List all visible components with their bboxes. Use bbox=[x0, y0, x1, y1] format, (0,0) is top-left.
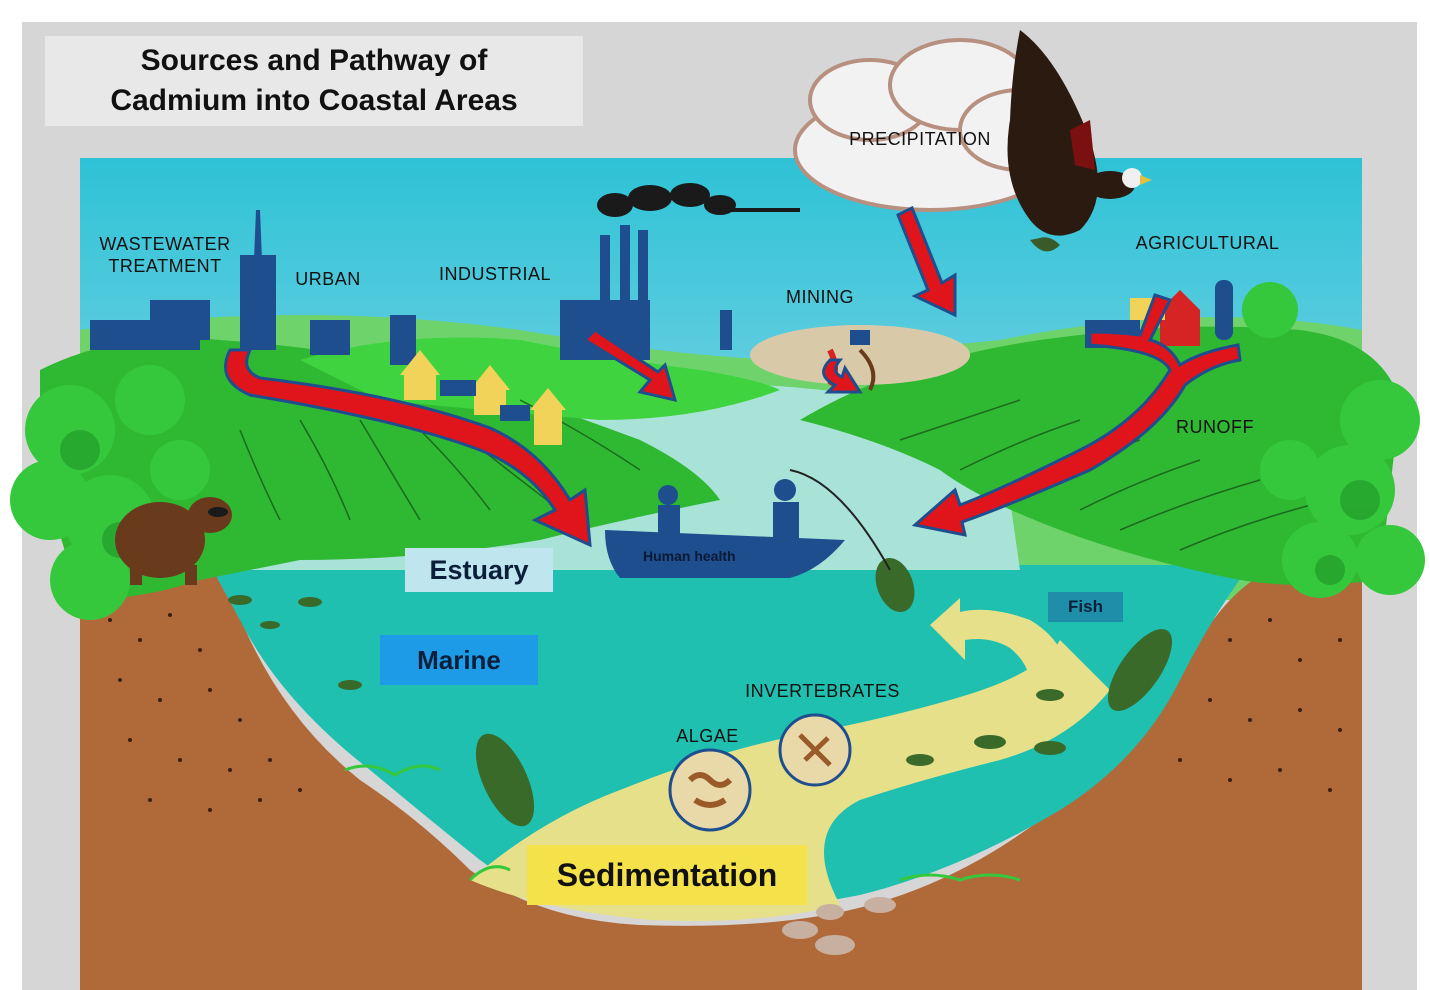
sedimentation-box bbox=[527, 845, 807, 905]
contaminant-arrows bbox=[224, 205, 1242, 548]
label-invertebrates: INVERTEBRATES bbox=[745, 681, 900, 701]
estuary-box bbox=[405, 548, 553, 592]
tree-icon bbox=[10, 282, 1425, 620]
label-precipitation: PRECIPITATION bbox=[849, 129, 991, 149]
algae-circle bbox=[668, 748, 752, 832]
label-fish: Fish bbox=[1068, 597, 1103, 616]
invertebrates-circle bbox=[778, 713, 852, 787]
soil bbox=[80, 560, 1362, 990]
label-marine: Marine bbox=[417, 644, 501, 675]
label-industrial: INDUSTRIAL bbox=[438, 264, 551, 284]
label-algae: ALGAE bbox=[676, 726, 739, 746]
marine-box bbox=[380, 635, 538, 685]
label-urban: URBAN bbox=[295, 269, 361, 289]
eagle-icon bbox=[1007, 30, 1152, 252]
title-text: Sources and Pathway of Cadmium into Coas… bbox=[110, 44, 518, 117]
label-sedimentation: Sedimentation bbox=[556, 856, 778, 893]
label-agricultural: AGRICULTURAL bbox=[1135, 233, 1280, 253]
rocks bbox=[782, 897, 896, 955]
label-runoff: RUNOFF bbox=[1176, 417, 1254, 437]
tree-shadow bbox=[60, 430, 1380, 585]
left-hill bbox=[40, 338, 720, 600]
boat-icon bbox=[605, 469, 891, 578]
label-estuary: Estuary bbox=[429, 554, 529, 585]
raccoon-icon bbox=[115, 497, 232, 585]
seaweed bbox=[344, 764, 1021, 882]
smoke bbox=[597, 183, 800, 217]
food-web-arrow bbox=[930, 598, 1066, 700]
label-human-health: Human health bbox=[643, 548, 736, 564]
fish-box bbox=[1048, 592, 1123, 622]
label-mining: MINING bbox=[786, 287, 854, 307]
diagram-title: Sources and Pathway of Cadmium into Coas… bbox=[45, 36, 583, 126]
fish-icon bbox=[228, 557, 1173, 827]
house-icon bbox=[400, 350, 566, 445]
label-wastewater: WASTEWATER TREATMENT bbox=[99, 234, 231, 276]
soil-texture bbox=[108, 613, 1342, 812]
